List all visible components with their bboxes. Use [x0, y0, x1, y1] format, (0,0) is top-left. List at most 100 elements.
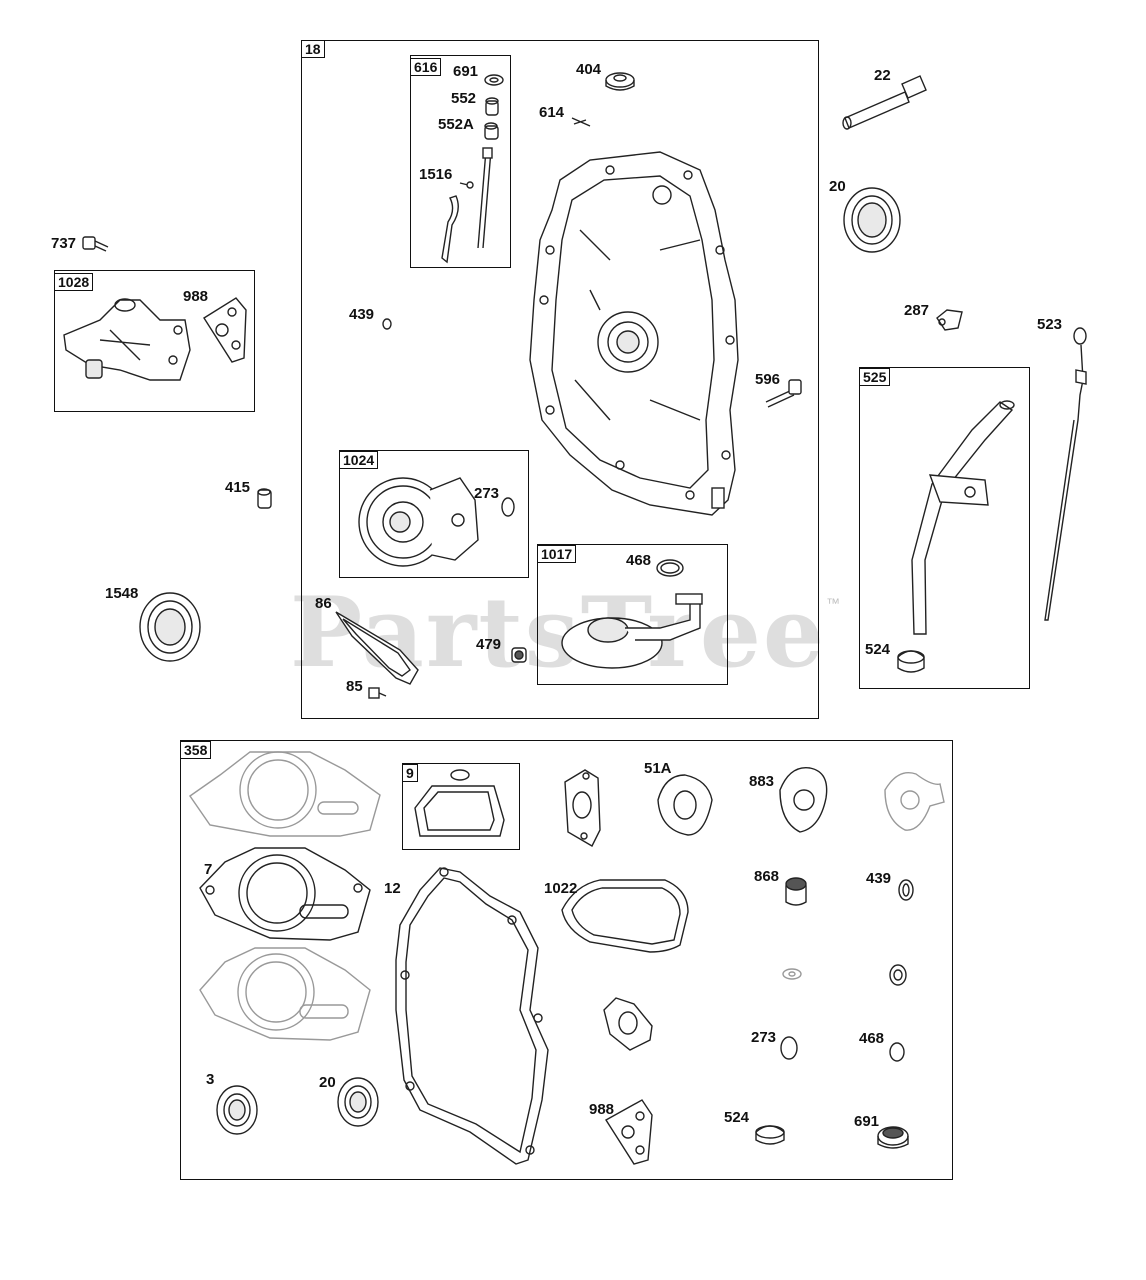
- intake-gasket-icon: [564, 769, 601, 847]
- dipstick-tube-icon: [911, 400, 1015, 635]
- crankcase-cover-icon: [529, 151, 739, 516]
- assembly-frame-1024: [339, 450, 529, 578]
- seal-1548-icon: [139, 592, 201, 662]
- part-label-523: 523: [1037, 316, 1063, 333]
- assembly-frame-1017: [537, 544, 728, 685]
- part-label-7: 7: [204, 861, 213, 878]
- part-label-20-bottom: 20: [319, 1074, 336, 1091]
- part-label-51A: 51A: [644, 760, 672, 777]
- bolt-737-icon: [82, 236, 109, 252]
- oring-468b-icon: [889, 1042, 905, 1062]
- part-label-737: 737: [51, 235, 77, 252]
- washer-small-icon: [782, 968, 802, 980]
- part-label-479: 479: [476, 636, 502, 653]
- oring-273a-icon: [501, 497, 515, 517]
- part-label-552A: 552A: [438, 116, 474, 133]
- part-label-988-top: 988: [183, 288, 209, 305]
- gasket-9-icon: [414, 769, 505, 837]
- part-label-883: 883: [749, 773, 775, 790]
- assembly-frame-616: [410, 55, 511, 268]
- nut-287-icon: [936, 309, 963, 331]
- part-label-691-bottom: 691: [854, 1113, 880, 1130]
- oil-pickup-icon: [561, 593, 703, 669]
- head-gasket-light2-icon: [199, 947, 371, 1041]
- gasket-883-icon: [779, 766, 828, 833]
- box-label-18: 18: [301, 40, 325, 58]
- cover-plate-86-icon: [335, 611, 419, 685]
- seal-3-icon: [216, 1085, 258, 1135]
- screw-1516-icon: [459, 181, 474, 189]
- gasket-51A-icon: [657, 774, 713, 836]
- screw-479-icon: [511, 647, 527, 663]
- bolt-596-icon: [765, 379, 802, 408]
- part-label-1516: 1516: [419, 166, 453, 183]
- oring-468a-icon: [656, 559, 684, 577]
- plug-524b-icon: [755, 1125, 785, 1145]
- assembly-frame-9: [402, 763, 520, 850]
- part-label-988-bottom: 988: [589, 1101, 615, 1118]
- gasket-light-right-icon: [884, 772, 945, 831]
- part-label-552: 552: [451, 90, 477, 107]
- trademark-mark: ™: [826, 595, 840, 611]
- part-label-614: 614: [539, 104, 565, 121]
- box-label-1024: 1024: [339, 451, 379, 469]
- part-label-3: 3: [206, 1071, 215, 1088]
- washer-small2-icon: [889, 964, 907, 986]
- box-label-358: 358: [180, 741, 212, 759]
- part-label-404: 404: [576, 61, 602, 78]
- part-label-468-top: 468: [626, 552, 652, 569]
- box-label-9: 9: [402, 764, 418, 782]
- washer-691-icon: [484, 74, 504, 86]
- part-label-22: 22: [874, 67, 891, 84]
- washer-404-icon: [605, 72, 635, 91]
- part-label-85: 85: [346, 678, 363, 695]
- part-label-12: 12: [384, 880, 401, 897]
- seal-20-icon: [843, 187, 901, 253]
- part-label-868: 868: [754, 868, 780, 885]
- sleeve-552-icon: [485, 97, 499, 116]
- part-label-273-bottom: 273: [751, 1029, 777, 1046]
- assembly-frame-1028: [54, 270, 255, 412]
- part-label-287: 287: [904, 302, 930, 319]
- assembly-frame-18: [301, 40, 819, 719]
- oring-273b-icon: [780, 1036, 798, 1060]
- oring-439b-icon: [898, 879, 914, 901]
- part-label-1548: 1548: [105, 585, 139, 602]
- part-label-1022: 1022: [544, 880, 578, 897]
- part-label-415: 415: [225, 479, 251, 496]
- gasket-988a-icon: [203, 297, 247, 363]
- gasket-1022-icon: [561, 879, 689, 953]
- part-label-20-top: 20: [829, 178, 846, 195]
- part-label-439-top: 439: [349, 306, 375, 323]
- box-label-525: 525: [859, 368, 891, 386]
- gasket-988b-icon: [605, 1099, 653, 1165]
- governor-shaft-icon: [477, 147, 493, 249]
- screw-85-icon: [368, 687, 387, 699]
- plug-415-icon: [257, 488, 272, 509]
- plug-524a-icon: [897, 650, 925, 673]
- box-label-1017: 1017: [537, 545, 577, 563]
- pin-614-icon: [571, 117, 591, 127]
- part-label-468-bottom: 468: [859, 1030, 885, 1047]
- valve-seal-868-icon: [785, 877, 807, 906]
- assembly-frame-358: [180, 740, 953, 1180]
- oil-pump-icon: [358, 477, 479, 567]
- part-label-524-top: 524: [865, 641, 891, 658]
- dipstick-523-icon: [1044, 327, 1087, 621]
- assembly-frame-525: [859, 367, 1030, 689]
- part-label-596: 596: [755, 371, 781, 388]
- oil-filter-adapter-icon: [63, 298, 191, 381]
- governor-lever-icon: [441, 195, 459, 264]
- crankcase-gasket-12-icon: [395, 867, 549, 1165]
- box-label-616: 616: [410, 58, 442, 76]
- exhaust-gasket-icon: [603, 997, 653, 1051]
- watermark: PartsTree: [290, 576, 826, 689]
- part-label-524-bottom: 524: [724, 1109, 750, 1126]
- head-gasket-light-icon: [189, 751, 381, 837]
- seal-20b-icon: [337, 1077, 379, 1127]
- oring-439a-icon: [382, 318, 392, 330]
- part-label-691-top: 691: [453, 63, 479, 80]
- head-gasket-7-icon: [199, 847, 371, 941]
